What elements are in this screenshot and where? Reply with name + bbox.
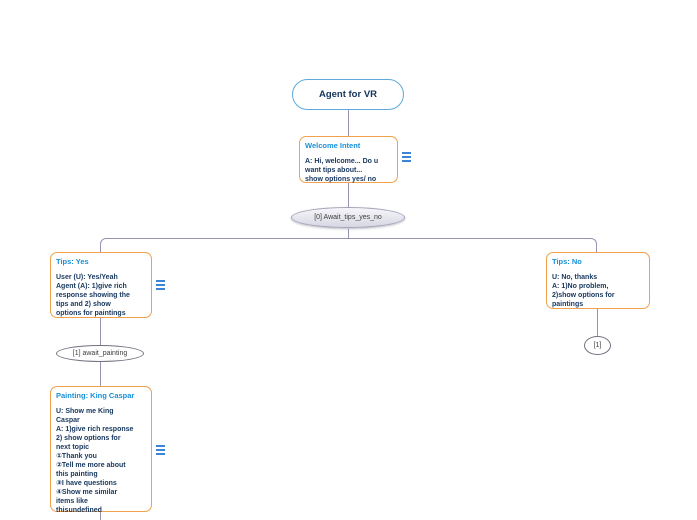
state-await-painting[interactable]: [1] await_painting (56, 345, 144, 362)
node-tips-no-title: Tips: No (552, 257, 582, 266)
node-tips-yes[interactable]: Tips: Yes User (U): Yes/Yeah Agent (A): … (50, 252, 152, 318)
connector-welcome-to-state (348, 183, 349, 208)
state-label: [1] await_painting (72, 350, 128, 357)
menu-icon[interactable] (156, 280, 166, 290)
connector-root-to-welcome (348, 110, 349, 136)
menu-icon[interactable] (402, 152, 412, 162)
node-tips-no[interactable]: Tips: No U: No, thanks A: 1)No problem, … (546, 252, 650, 309)
state-label: [1] (593, 342, 602, 349)
node-welcome-body: A: Hi, welcome... Do u want tips about..… (305, 158, 379, 183)
menu-icon[interactable] (156, 445, 166, 455)
node-painting-body: U: Show me King Caspar A: 1)give rich re… (56, 408, 134, 514)
node-tips-yes-title: Tips: Yes (56, 257, 89, 266)
state-label: [0] Await_tips_yes_no (314, 214, 382, 221)
connector-tipsno-to-state (597, 308, 598, 337)
root-node-label: Agent for VR (318, 89, 378, 100)
node-welcome-title: Welcome Intent (305, 141, 361, 150)
node-tips-yes-body: User (U): Yes/Yeah Agent (A): 1)give ric… (56, 274, 130, 317)
node-painting-title: Painting: King Caspar (56, 391, 135, 400)
branch-split-line (100, 238, 597, 253)
state-one[interactable]: [1] (584, 336, 611, 355)
node-tips-no-body: U: No, thanks A: 1)No problem, 2)show op… (552, 274, 615, 308)
connector-state-to-painting (100, 362, 101, 386)
node-welcome-intent[interactable]: Welcome Intent A: Hi, welcome... Do u wa… (299, 136, 398, 183)
node-painting-king-caspar[interactable]: Painting: King Caspar U: Show me King Ca… (50, 386, 152, 514)
root-node-agent-for-vr[interactable]: Agent for VR (292, 79, 404, 110)
connector-tipsyes-to-state (100, 318, 101, 345)
state-await-tips-yes-no[interactable]: [0] Await_tips_yes_no (291, 207, 405, 228)
connector-painting-down (100, 511, 101, 520)
connector-state-to-branch (348, 229, 349, 238)
